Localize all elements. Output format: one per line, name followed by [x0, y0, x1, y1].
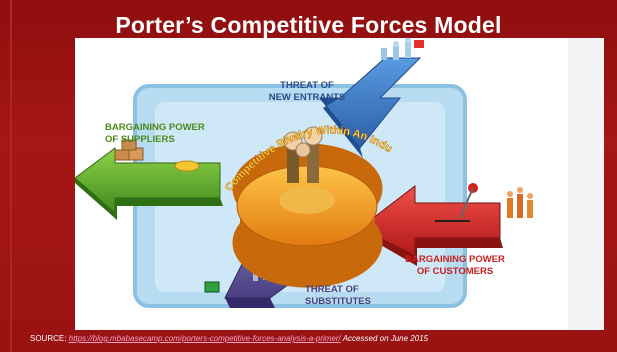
diagram-panel: Competitive Rivalry Within An Industry T…: [72, 29, 568, 330]
new-entrants-crowd-icon: [381, 37, 424, 60]
label-new-entrants-line2: NEW ENTRANTS: [269, 92, 346, 103]
source-link[interactable]: https://blog.mbabasecamp.com/porters-com…: [68, 334, 341, 343]
supplier-boxes-icon: [114, 139, 200, 172]
source-label: SOURCE:: [30, 334, 69, 343]
label-substitutes-line2: SUBSTITUTES: [305, 296, 371, 307]
rivalry-center-disc: [232, 143, 383, 288]
label-customers: BARGAINING POWER OF CUSTOMERS: [405, 254, 505, 277]
label-suppliers-line2: OF SUPPLIERS: [105, 134, 175, 145]
label-new-entrants-line1: THREAT OF: [280, 80, 334, 91]
label-suppliers-line1: BARGAINING POWER: [105, 122, 205, 133]
label-new-entrants: THREAT OF NEW ENTRANTS: [269, 80, 346, 103]
source-accessed: Accessed on June 2015: [340, 334, 429, 343]
slide-title: Porter’s Competitive Forces Model: [115, 12, 502, 38]
customers-arrow: [359, 183, 503, 266]
customers-crowd-icon: [507, 187, 533, 218]
slide-left-rule: [10, 0, 12, 352]
porter-diagram: Competitive Rivalry Within An Industry T…: [72, 29, 533, 308]
label-substitutes: THREAT OF SUBSTITUTES: [305, 284, 371, 307]
source-citation: SOURCE: https://blog.mbabasecamp.com/por…: [30, 334, 428, 343]
label-customers-line1: BARGAINING POWER: [405, 254, 505, 265]
label-substitutes-line1: THREAT OF: [305, 284, 359, 295]
new-entrants-arrow: [318, 57, 422, 158]
right-margin-strip: [568, 38, 604, 330]
label-suppliers: BARGAINING POWER OF SUPPLIERS: [105, 122, 205, 145]
fighting-fists-icon: [283, 126, 323, 183]
label-customers-line2: OF CUSTOMERS: [417, 266, 493, 277]
